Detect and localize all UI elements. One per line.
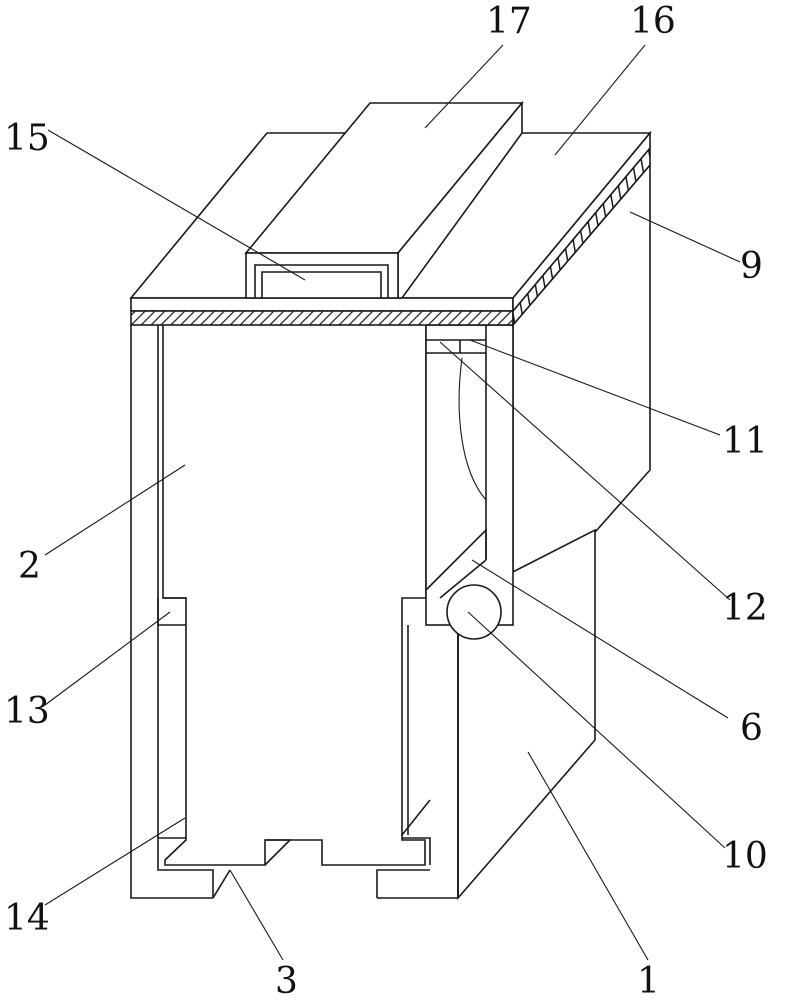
callout-6: 6 — [740, 708, 763, 749]
callout-9: 9 — [740, 246, 763, 287]
callout-13: 13 — [4, 691, 50, 732]
callout-labels: 15 17 16 9 11 12 2 13 6 10 14 3 1 — [4, 1, 768, 1000]
leader-lines — [44, 44, 741, 961]
callout-11: 11 — [722, 421, 768, 462]
outer-housing — [130, 325, 459, 899]
callout-14: 14 — [4, 898, 50, 939]
callout-16: 15 — [4, 118, 50, 159]
callout-17: 17 — [486, 1, 532, 42]
handle-block — [244, 100, 524, 299]
inner-chamber — [157, 325, 440, 866]
callout-1: 1 — [637, 961, 660, 1000]
callout-3: 3 — [275, 961, 298, 1000]
callout-12: 12 — [722, 588, 768, 629]
roller — [446, 584, 502, 640]
callout-15: 16 — [630, 1, 676, 42]
right-column — [425, 324, 514, 626]
callout-10: 10 — [722, 836, 768, 877]
callout-2: 2 — [18, 546, 41, 587]
